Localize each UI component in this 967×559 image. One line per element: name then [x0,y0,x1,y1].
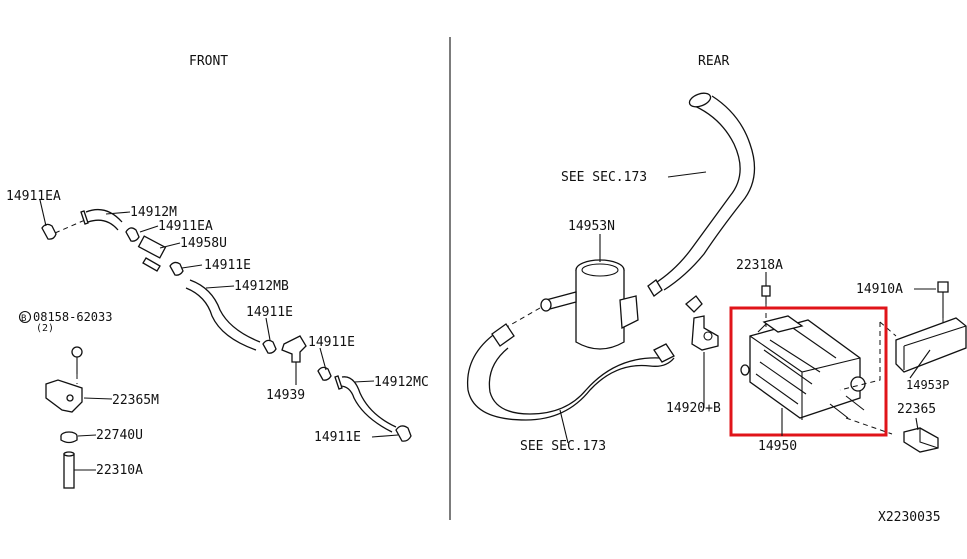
label-bolt-qty: (2) [36,323,54,334]
clamp-14911E-2[interactable] [262,339,277,354]
section-rear-label: REAR [698,54,729,69]
diagram-id: X2230035 [878,510,941,525]
filter-14953N[interactable] [504,259,639,350]
clamp-14911EA-left[interactable] [41,219,86,240]
bolt-08158-62033[interactable] [71,346,83,384]
sensor-22365M[interactable] [45,379,83,413]
hose-14912M[interactable] [80,208,123,231]
canister-14950[interactable] [740,315,893,435]
clamp-14911EA-right[interactable] [125,227,140,242]
label-14912MB: 14912MB [234,279,289,294]
valve-14958U[interactable] [137,235,167,272]
hose-14912MC[interactable] [334,375,397,433]
label-14912MC: 14912MC [374,375,429,390]
valve-14920B[interactable] [685,295,719,404]
rear-parts [466,91,967,453]
label-14939: 14939 [266,388,305,403]
rear-leaders [559,171,936,444]
label-14912M: 14912M [130,205,177,220]
label-22365: 22365 [897,402,936,417]
front-leaders [39,199,399,471]
label-see-sec-173-bottom: SEE SEC.173 [520,439,606,454]
clamp-14911E-1[interactable] [169,261,184,276]
hose-lower-loop[interactable] [466,323,675,421]
front-parts [41,208,412,489]
bolt-symbol: B [21,314,26,324]
label-22740U: 22740U [96,428,143,443]
hose-14912MB[interactable] [185,279,261,351]
label-14950: 14950 [758,439,797,454]
label-22310A: 22310A [96,463,143,478]
section-front-label: FRONT [189,54,228,69]
clamp-14911E-4[interactable] [395,425,412,442]
label-22318A: 22318A [736,258,783,273]
clamp-14911E-3[interactable] [317,366,332,381]
label-08158-62033: 08158-62033 [33,310,112,324]
sensor-22365[interactable] [903,427,939,453]
label-14910A: 14910A [856,282,903,297]
label-22365M: 22365M [112,393,159,408]
seal-22740U[interactable] [60,431,78,444]
label-14920B: 14920+B [666,401,721,416]
label-see-sec-173-top: SEE SEC.173 [561,170,647,185]
label-14911E-3: 14911E [308,335,355,350]
tube-22310A[interactable] [63,451,75,489]
highlight-box-14950 [729,306,888,437]
label-14953P: 14953P [906,378,949,392]
label-14953N: 14953N [568,219,615,234]
label-14911E-4: 14911E [314,430,361,445]
label-14958U: 14958U [180,236,227,251]
label-14911EA-right: 14911EA [158,219,213,234]
hose-upper-filler[interactable] [647,91,756,297]
connector-14939[interactable] [281,335,307,382]
label-14911E-2: 14911E [246,305,293,320]
bolt-callout: B 08158-62033 (2) [18,310,112,334]
label-14911E-1: 14911E [204,258,251,273]
label-14911EA-left: 14911EA [6,189,61,204]
bracket-14953P[interactable] [839,317,967,391]
